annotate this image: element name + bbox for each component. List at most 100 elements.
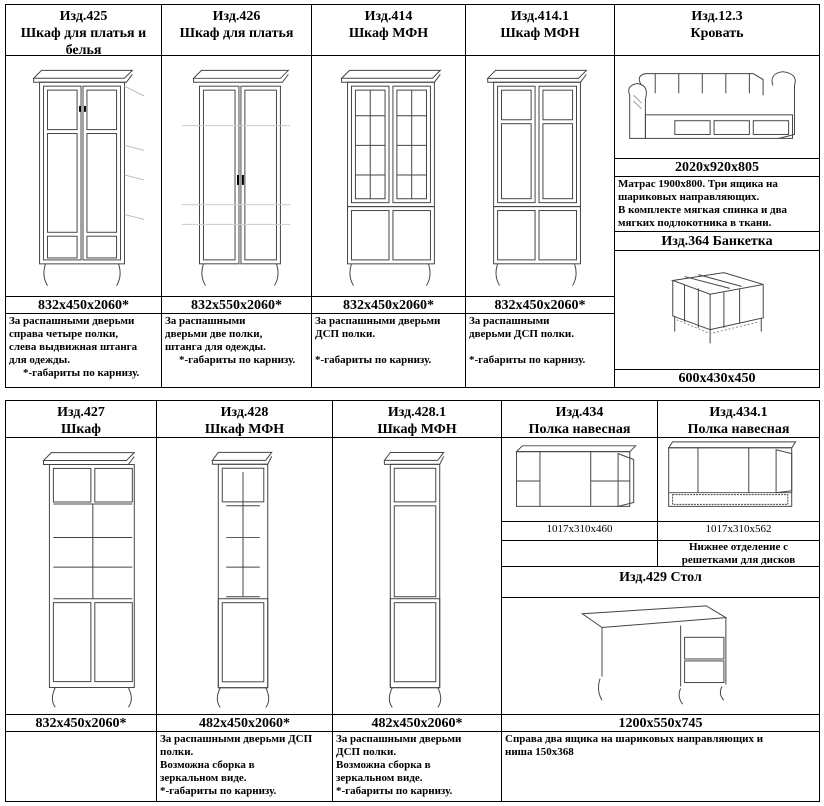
desc-line: Возможна сборка в (336, 759, 431, 771)
empty-cell (501, 540, 658, 567)
desc-line: За распашными дверьми (315, 315, 441, 327)
shelf-434-dimensions: 1017x310x460 (501, 521, 658, 541)
desc-line: ДСП полки. (315, 328, 376, 340)
table-429-description: Справа два ящика на шариковых направляющ… (501, 731, 820, 802)
desc-line: дверьми две полки, (165, 328, 263, 340)
desc-line: ДСП полки. (336, 746, 397, 758)
item-4141-dimensions: 832x450x2060* (465, 296, 615, 314)
shelf-4341-drawing (657, 437, 820, 522)
item-name-cont: белья (65, 43, 102, 58)
desc-line: За распашными (165, 315, 246, 327)
desc-line: *-габариты по карнизу. (160, 785, 277, 797)
item-425-header: Изд.425 Шкаф для платья и белья (5, 4, 162, 58)
desc-line: Матрас 1900x800. Три ящика на (618, 178, 778, 190)
item-123-header: Изд.12.3 Кровать (614, 4, 820, 56)
bed-dimensions: 2020x920x805 (614, 158, 820, 177)
bench-364-header: Изд.364 Банкетка (614, 231, 820, 251)
item-414-dimensions: 832x450x2060* (311, 296, 466, 314)
shelf-4341-note: Нижнее отделение с решетками для дисков (657, 540, 820, 567)
item-code: Изд.414.1 (510, 9, 570, 24)
item-name: Шкаф (61, 422, 101, 437)
item-426-header: Изд.426 Шкаф для платья (161, 4, 312, 56)
bench-dimensions: 600x430x450 (614, 369, 820, 388)
item-426-description: За распашными дверьми две полки, штанга … (161, 313, 312, 388)
desc-line: Возможна сборка в (160, 759, 255, 771)
item-name: Шкаф МФН (377, 422, 457, 437)
item-code: Изд.427 (57, 405, 105, 420)
item-4281-header: Изд.428.1 Шкаф МФН (332, 400, 502, 438)
note-line: решетками для дисков (681, 554, 796, 566)
desc-line: За распашными дверьми ДСП (160, 733, 313, 745)
item-code: Изд.434.1 (709, 405, 768, 420)
item-4141-description: За распашными дверьми ДСП полки. *-габар… (465, 313, 615, 388)
item-428-description: За распашными дверьми ДСП полки. Возможн… (156, 731, 333, 802)
cabinet-4141-drawing (465, 55, 615, 297)
table-429-header: Изд.429 Стол (501, 566, 820, 598)
item-code: Изд.425 (59, 9, 108, 24)
table-429-drawing (501, 597, 820, 715)
desc-line: зеркальном виде. (160, 772, 247, 784)
item-name: Шкаф для платья (179, 26, 294, 41)
desc-line: *-габариты по карнизу. (469, 354, 586, 366)
item-name: Кровать (690, 26, 744, 41)
item-code: Изд.414 (364, 9, 413, 24)
note-line: Нижнее отделение с (688, 541, 789, 553)
item-name: Шкаф для платья и (20, 26, 147, 41)
shelf-434-drawing (501, 437, 658, 522)
item-name: Шкаф МФН (500, 26, 580, 41)
item-4341-header: Изд.434.1 Полка навесная (657, 400, 820, 438)
desc-line: ниша 150x368 (505, 746, 574, 758)
desc-line: штанга для одежды. (165, 341, 266, 353)
item-414-description: За распашными дверьми ДСП полки. *-габар… (311, 313, 466, 388)
desc-line (315, 341, 462, 354)
item-code: Изд.434 (555, 405, 604, 420)
desc-line: шариковых направляющих. (618, 191, 760, 203)
desc-line: *-габариты по карнизу. (336, 785, 453, 797)
bed-123-drawing (614, 55, 820, 159)
item-426-dimensions: 832x550x2060* (161, 296, 312, 314)
bench-title: Изд.364 Банкетка (661, 234, 773, 249)
desc-line: *-габариты по карнизу. (315, 354, 432, 366)
bench-364-drawing (614, 250, 820, 370)
item-427-dimensions: 832x450x2060* (5, 714, 157, 732)
item-code: Изд.428 (220, 405, 269, 420)
item-414-header: Изд.414 Шкаф МФН (311, 4, 466, 56)
desc-line: дверьми ДСП полки. (469, 328, 575, 340)
item-4281-dimensions: 482x450x2060* (332, 714, 502, 732)
cabinet-414-drawing (311, 55, 466, 297)
desc-line: зеркальном виде. (336, 772, 423, 784)
table-429-dimensions: 1200x550x745 (501, 714, 820, 732)
item-427-description (5, 731, 157, 802)
item-434-header: Изд.434 Полка навесная (501, 400, 658, 438)
bed-description: Матрас 1900x800. Три ящика на шариковых … (614, 176, 820, 232)
desc-line (469, 341, 611, 354)
desc-line: слева выдвижная штанга (9, 341, 138, 353)
desc-line: для одежды. (9, 354, 70, 366)
item-428-dimensions: 482x450x2060* (156, 714, 333, 732)
desc-line: мягких подлокотника в ткани. (618, 217, 772, 229)
desc-line: За распашными дверьми (336, 733, 462, 745)
item-428-header: Изд.428 Шкаф МФН (156, 400, 333, 438)
item-code: Изд.428.1 (387, 405, 447, 420)
cabinet-4281-drawing (332, 437, 502, 715)
desc-line: *-габариты по карнизу. (23, 367, 140, 379)
item-name: Полка навесная (687, 422, 790, 437)
item-name: Полка навесная (528, 422, 631, 437)
item-name: Шкаф МФН (348, 26, 429, 41)
item-name: Шкаф МФН (204, 422, 285, 437)
item-code: Изд.12.3 (691, 9, 743, 24)
desc-line: В комплекте мягкая спинка и два (618, 204, 788, 216)
cabinet-427-drawing (5, 437, 157, 715)
desc-line: За распашными (469, 315, 550, 327)
table-title: Изд.429 Стол (619, 570, 702, 585)
desc-line: полки. (160, 746, 194, 758)
cabinet-428-drawing (156, 437, 333, 715)
item-4281-description: За распашными дверьми ДСП полки. Возможн… (332, 731, 502, 802)
item-425-description: За распашными дверьми справа четыре полк… (5, 313, 162, 388)
item-425-dimensions: 832x450x2060* (5, 296, 162, 314)
item-code: Изд.426 (212, 9, 261, 24)
shelf-4341-dimensions: 1017x310x562 (657, 521, 820, 541)
item-4141-header: Изд.414.1 Шкаф МФН (465, 4, 615, 56)
desc-line: *-габариты по карнизу. (179, 354, 296, 366)
item-427-header: Изд.427 Шкаф (5, 400, 157, 438)
